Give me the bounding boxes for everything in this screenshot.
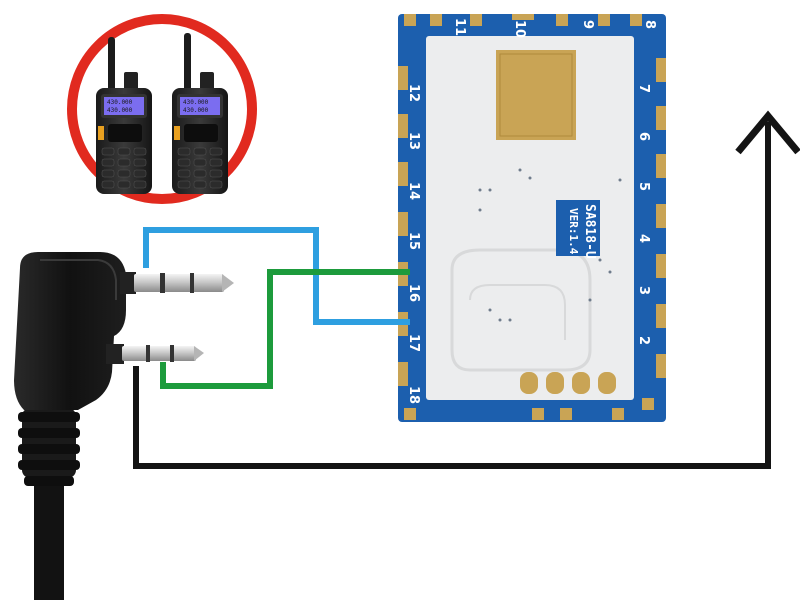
pin-label-13: 13 xyxy=(406,132,421,150)
wire-black xyxy=(133,122,771,469)
pin-label-9: 9 xyxy=(580,20,595,29)
radio-lcd-line1: 430.000 xyxy=(107,99,133,106)
wires xyxy=(133,110,800,469)
wire-green xyxy=(160,269,410,389)
pin-label-2: 2 xyxy=(636,336,651,345)
pin-label-4: 4 xyxy=(636,234,651,243)
pin-label-17: 17 xyxy=(406,334,421,352)
radio-keypad-right xyxy=(177,147,223,189)
module-label-block xyxy=(556,200,600,256)
pin-label-6: 6 xyxy=(636,132,651,141)
pin-label-8: 8 xyxy=(642,20,657,29)
radio-lcd-left xyxy=(104,97,144,115)
module-pins-right: 7 6 5 4 3 2 xyxy=(636,58,666,378)
pin-label-15: 15 xyxy=(406,232,421,250)
radio-lcd-line2: 430.000 xyxy=(107,107,133,114)
module-pins-top: 11 10 9 8 xyxy=(404,14,657,38)
radio-lcd-line1: 430.000 xyxy=(183,99,209,106)
lower-jack-pin xyxy=(106,344,204,364)
radio-speaker-grille xyxy=(108,124,142,142)
pin-label-3: 3 xyxy=(636,286,651,295)
module-pins-bottom xyxy=(404,372,654,420)
pin-label-14: 14 xyxy=(406,182,421,200)
radio-lcd-line2: 430.000 xyxy=(183,107,209,114)
module-gold-pad xyxy=(496,50,576,140)
pin-label-10: 10 xyxy=(512,20,527,38)
pin-label-7: 7 xyxy=(636,84,651,93)
radio-lcd-right xyxy=(180,97,220,115)
module-shield xyxy=(426,36,634,400)
handheld-radio-left: 430.000 430.000 xyxy=(96,37,152,194)
module-label: SA818-U xyxy=(582,204,597,259)
upper-jack-pin xyxy=(120,272,234,294)
handheld-radio-right: 430.000 430.000 xyxy=(172,33,228,194)
pin-label-12: 12 xyxy=(406,84,421,102)
pin-label-16: 16 xyxy=(406,284,421,302)
pin-label-18: 18 xyxy=(406,386,421,404)
radios-circle-icon: 430.000 430.000 xyxy=(67,14,257,204)
radio-keypad-left xyxy=(101,147,147,189)
wire-blue xyxy=(143,227,410,325)
sa818-module: SA818-U VER:1.4 11 10 9 8 12 13 xyxy=(398,14,666,422)
module-version: VER:1.4 xyxy=(567,208,580,255)
pin-label-5: 5 xyxy=(636,182,651,191)
arrow-up-icon xyxy=(735,110,800,155)
module-pins-left: 12 13 14 15 16 17 18 xyxy=(398,66,421,404)
pin-label-11: 11 xyxy=(452,18,467,36)
strain-relief xyxy=(18,408,80,486)
kenwood-plug-icon xyxy=(14,252,234,600)
